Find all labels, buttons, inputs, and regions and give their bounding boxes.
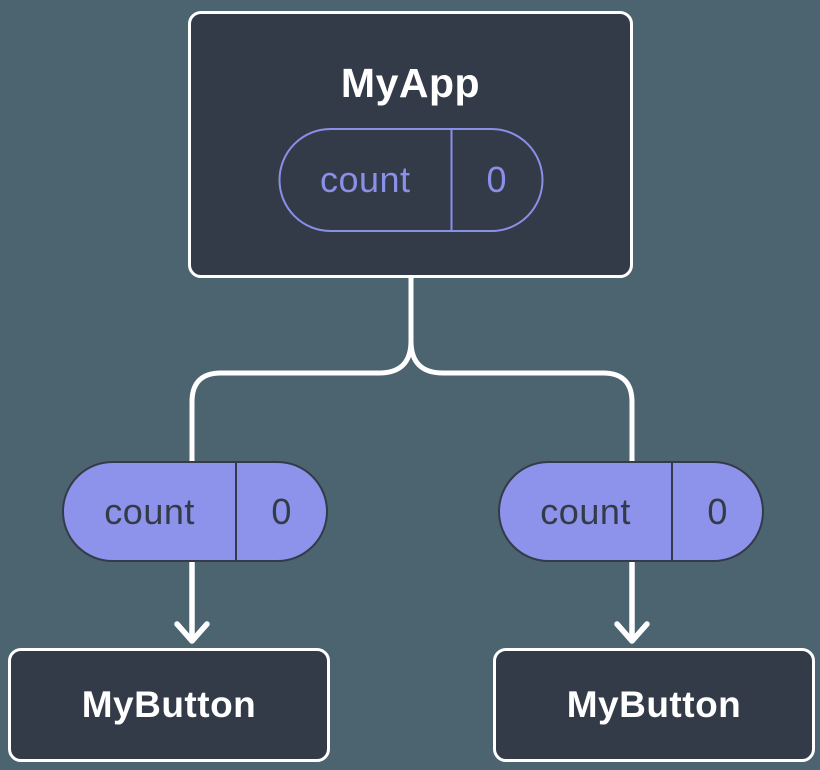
root-component-title: MyApp — [340, 60, 481, 106]
state-pill-label: count — [280, 130, 453, 230]
prop-pill-value: 0 — [707, 490, 728, 532]
root-component-box: MyApp count 0 — [188, 11, 633, 278]
prop-pill-left: count 0 — [62, 461, 328, 562]
prop-arrow-right-head — [614, 621, 650, 644]
prop-pill-label: count — [500, 463, 674, 560]
child-component-title: MyButton — [81, 684, 257, 725]
state-pill-value: 0 — [486, 159, 508, 200]
prop-pill-right: count 0 — [498, 461, 764, 562]
prop-pill-label: count — [64, 463, 238, 560]
root-state-pill: count 0 — [278, 128, 543, 232]
child-component-box-left: MyButton — [8, 648, 330, 762]
child-component-title: MyButton — [566, 684, 742, 725]
prop-pill-value: 0 — [271, 490, 292, 532]
fork-branch-left — [189, 338, 414, 471]
prop-arrow-left-head — [174, 621, 210, 644]
fork-branch-right — [408, 338, 635, 471]
child-component-box-right: MyButton — [493, 648, 815, 762]
